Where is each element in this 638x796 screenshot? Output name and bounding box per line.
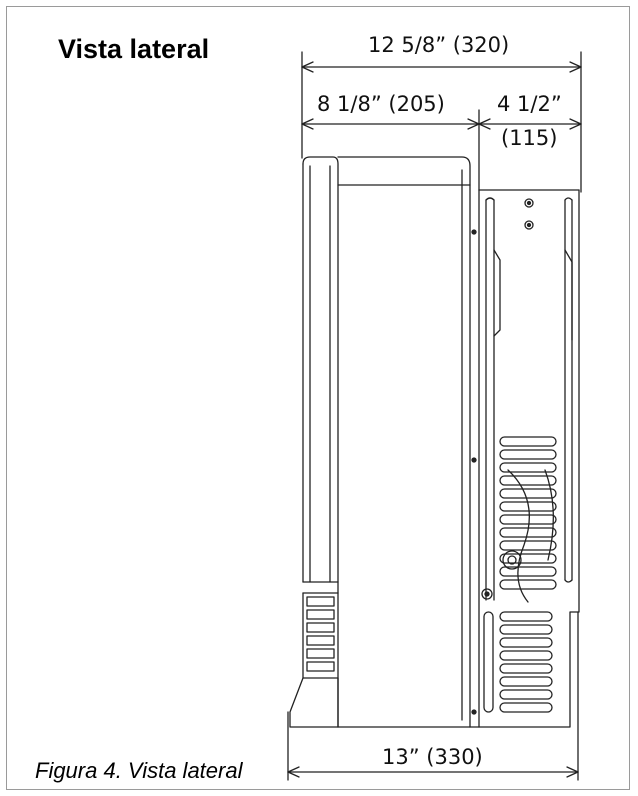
dimension-bracket-depth-line2: (115) [501, 126, 558, 150]
figure-caption: Figura 4. Vista lateral [35, 758, 243, 783]
figure-frame [6, 6, 630, 790]
mounting-screws [481, 198, 534, 600]
internal-duct [502, 469, 554, 603]
dimension-line-overall-top [301, 51, 582, 193]
figure-title: Vista lateral [58, 34, 210, 64]
dimension-line-body-depth [301, 109, 480, 191]
dimension-overall-top: 12 5/8” (320) [368, 33, 510, 57]
dimension-overall-bottom: 13” (330) [382, 745, 483, 769]
front-louvres [302, 592, 335, 679]
bracket-vent-grille [483, 436, 557, 713]
heater-main-body [337, 156, 480, 728]
dimension-bracket-depth-line1: 4 1/2” [497, 92, 562, 116]
dimension-body-depth: 8 1/8” (205) [317, 92, 445, 116]
dimension-line-bracket-depth [478, 118, 582, 130]
wall-bracket [478, 189, 580, 728]
heater-base-foot [289, 677, 339, 728]
dimension-line-overall-bottom [287, 611, 579, 781]
heater-front-casing [302, 156, 339, 728]
